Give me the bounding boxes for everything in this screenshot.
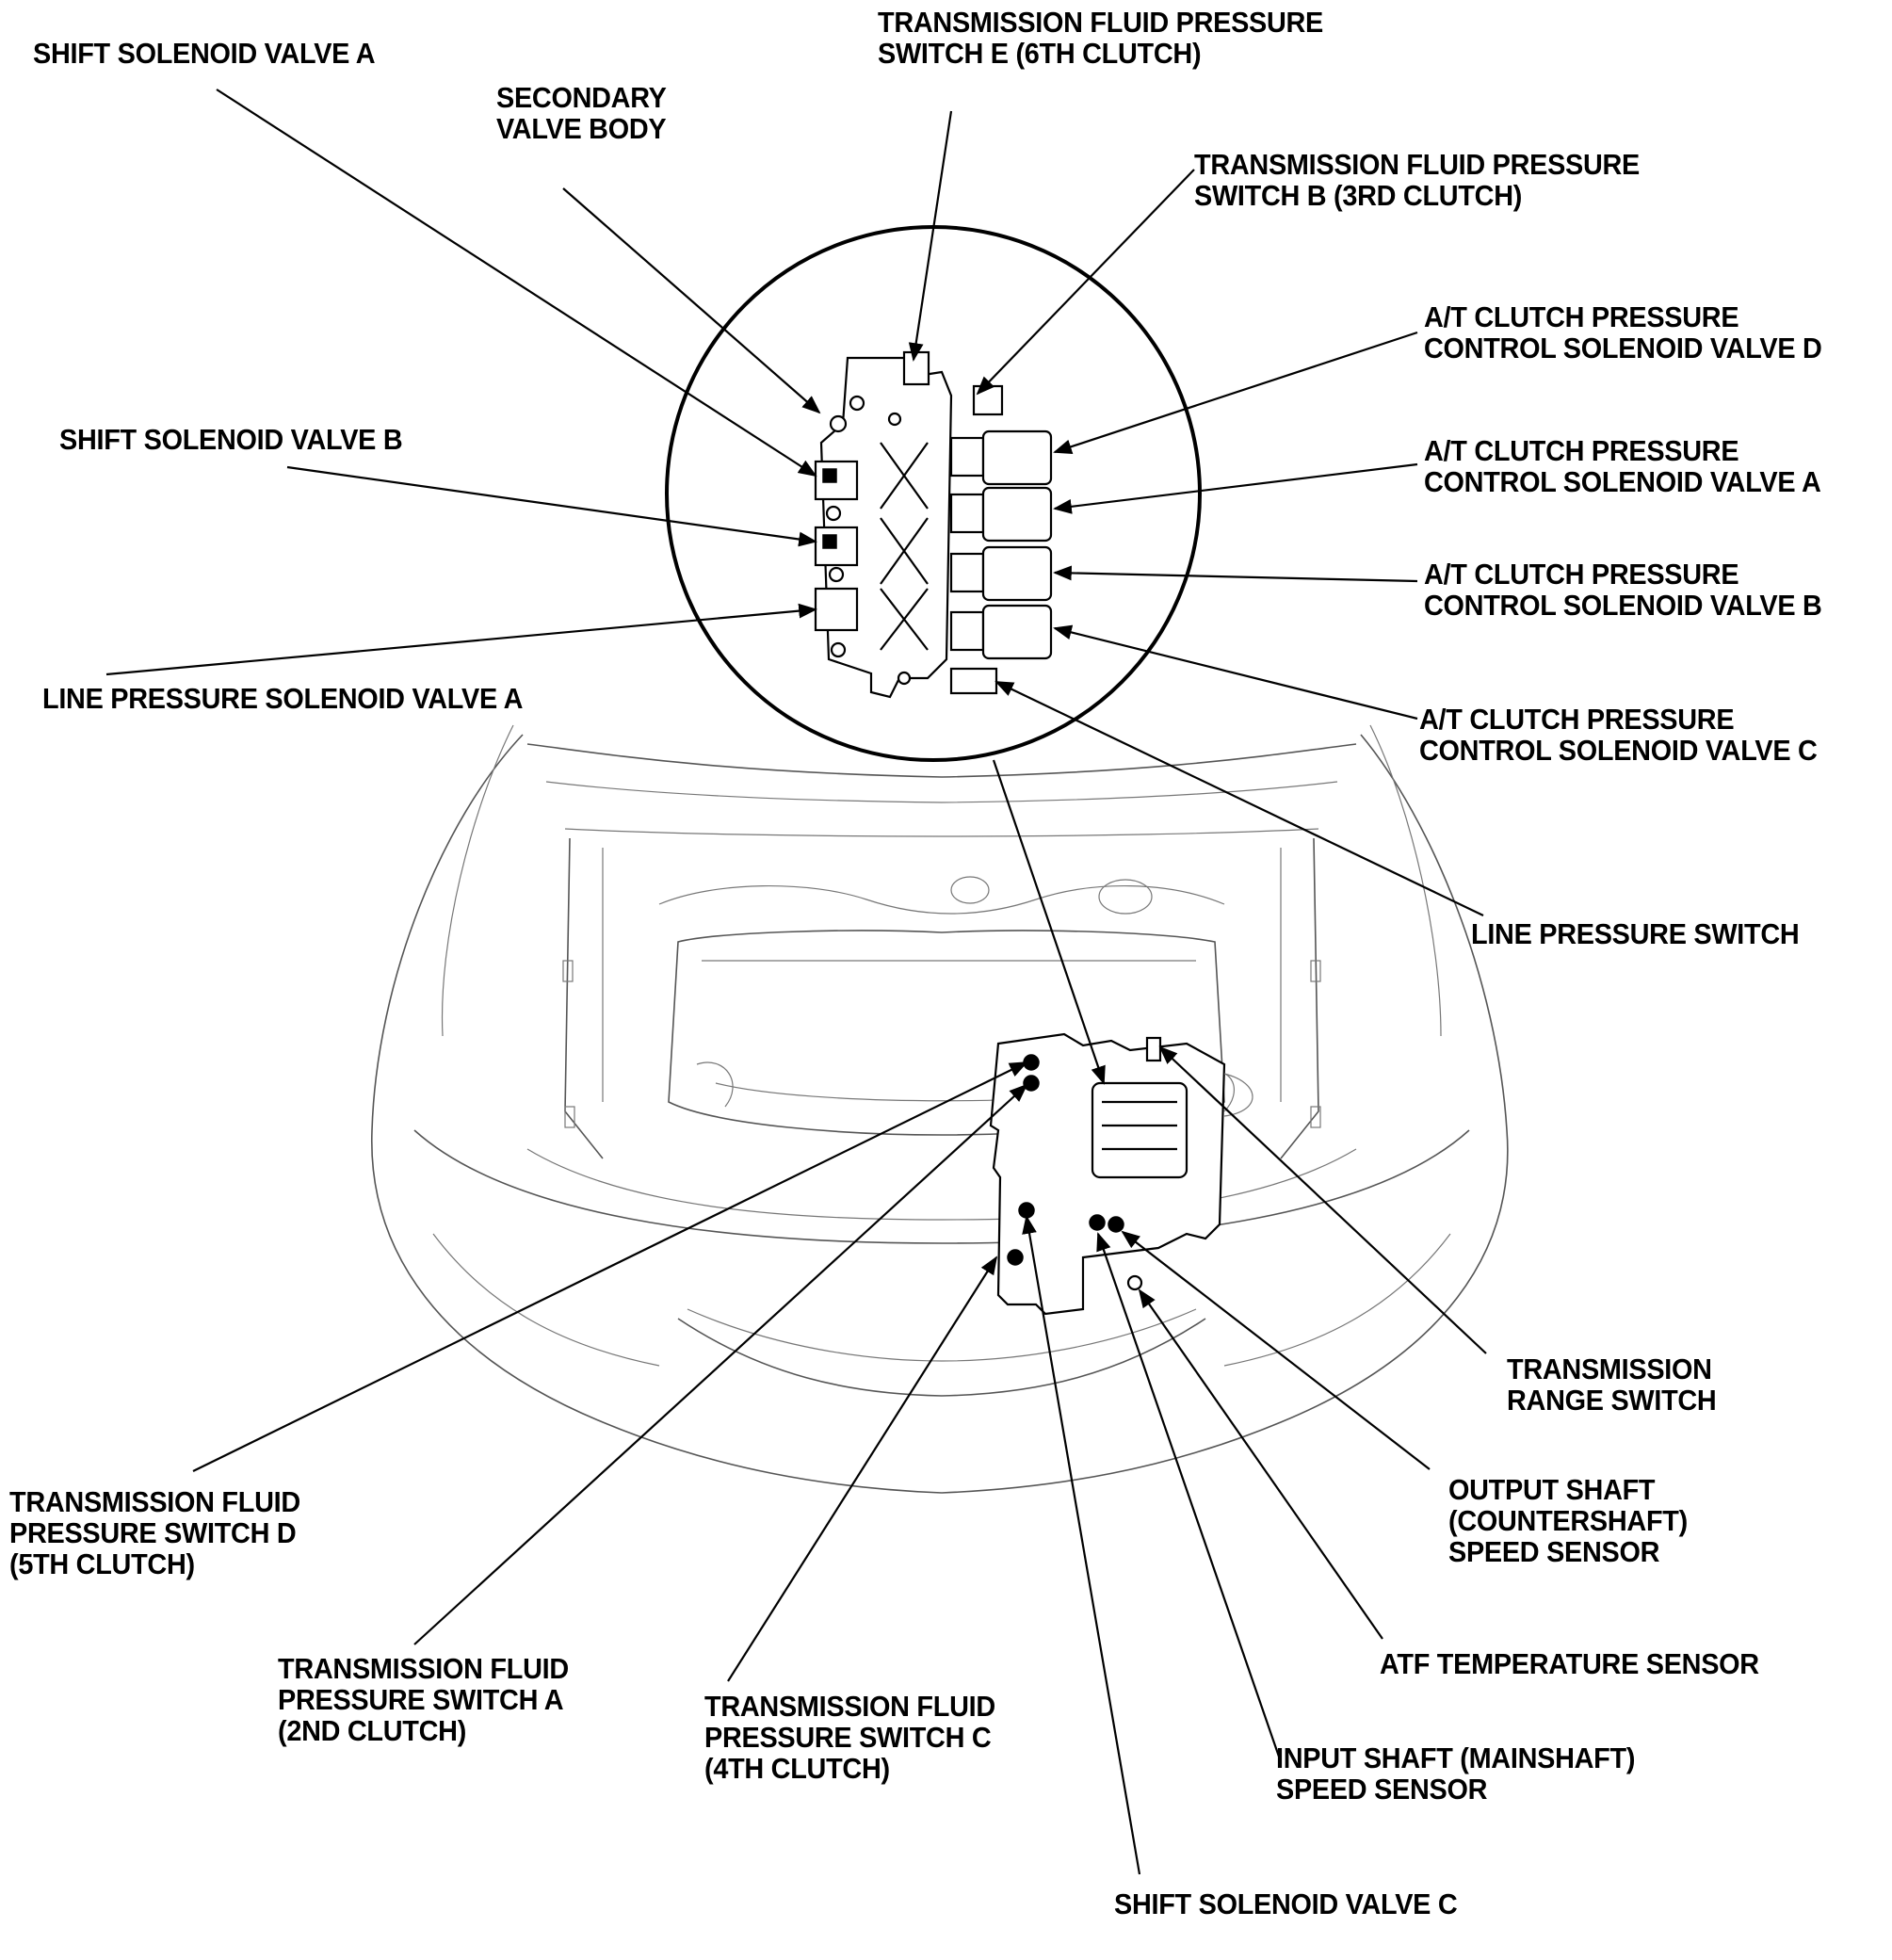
label-atf-temperature-sensor: ATF TEMPERATURE SENSOR	[1380, 1647, 1759, 1680]
label-shift-solenoid-valve-b: SHIFT SOLENOID VALVE B	[59, 423, 403, 456]
label-shift-solenoid-valve-a: SHIFT SOLENOID VALVE A	[33, 37, 376, 70]
label-pressure-switch-e: TRANSMISSION FLUID PRESSURE SWITCH E (6T…	[878, 6, 1324, 70]
label-pressure-switch-c: TRANSMISSION FLUID PRESSURE SWITCH C (4T…	[704, 1690, 995, 1785]
label-line-pressure-switch: LINE PRESSURE SWITCH	[1471, 917, 1800, 950]
zoom-leader	[992, 759, 1106, 1085]
label-input-shaft-speed-sensor: INPUT SHAFT (MAINSHAFT) SPEED SENSOR	[1276, 1741, 1636, 1806]
label-clutch-solenoid-a: A/T CLUTCH PRESSURE CONTROL SOLENOID VAL…	[1424, 434, 1821, 498]
label-pressure-switch-a: TRANSMISSION FLUID PRESSURE SWITCH A (2N…	[278, 1652, 569, 1747]
transmission-housing	[989, 1032, 1253, 1316]
label-clutch-solenoid-c: A/T CLUTCH PRESSURE CONTROL SOLENOID VAL…	[1419, 703, 1818, 767]
label-pressure-switch-b: TRANSMISSION FLUID PRESSURE SWITCH B (3R…	[1194, 148, 1641, 212]
label-transmission-range-switch: TRANSMISSION RANGE SWITCH	[1507, 1353, 1717, 1417]
leader-lines	[105, 89, 1487, 1875]
label-shift-solenoid-valve-c: SHIFT SOLENOID VALVE C	[1114, 1887, 1458, 1920]
label-clutch-solenoid-d: A/T CLUTCH PRESSURE CONTROL SOLENOID VAL…	[1424, 300, 1822, 364]
valve-body-detail	[814, 350, 1053, 699]
label-line-pressure-solenoid-a: LINE PRESSURE SOLENOID VALVE A	[42, 682, 524, 715]
label-pressure-switch-d: TRANSMISSION FLUID PRESSURE SWITCH D (5T…	[9, 1485, 300, 1580]
label-secondary-valve-body: SECONDARY VALVE BODY	[496, 81, 667, 145]
vehicle-front-outline	[371, 724, 1509, 1494]
label-output-shaft-speed-sensor: OUTPUT SHAFT (COUNTERSHAFT) SPEED SENSOR	[1448, 1473, 1688, 1568]
label-clutch-solenoid-b: A/T CLUTCH PRESSURE CONTROL SOLENOID VAL…	[1424, 558, 1822, 622]
